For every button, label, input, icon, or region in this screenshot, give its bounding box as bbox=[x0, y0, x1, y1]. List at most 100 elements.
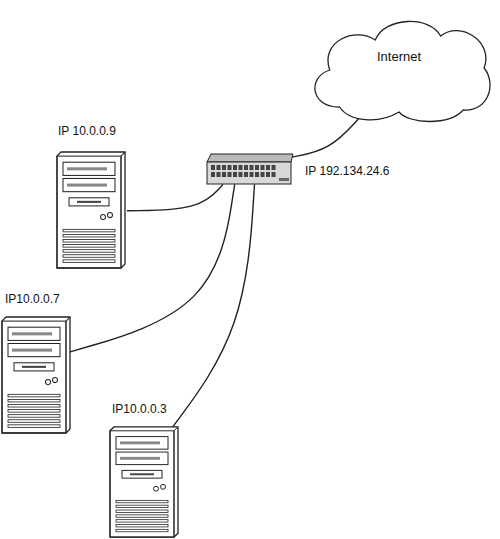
floppy-slot bbox=[130, 473, 154, 475]
tower-case bbox=[110, 427, 178, 537]
floppy-slot bbox=[22, 366, 46, 368]
tower-front bbox=[110, 431, 174, 537]
drive-bay bbox=[63, 178, 115, 191]
vent-slot bbox=[8, 420, 60, 423]
floppy-drive bbox=[122, 470, 162, 478]
vent-slot bbox=[63, 260, 115, 263]
tower-front bbox=[57, 156, 121, 268]
reset-button bbox=[108, 213, 113, 218]
vent-slot bbox=[8, 410, 60, 413]
vent-slot bbox=[63, 245, 115, 248]
router-shape bbox=[205, 152, 295, 188]
tower-case bbox=[57, 152, 125, 268]
reset-button bbox=[53, 378, 58, 383]
vent-slot bbox=[63, 229, 115, 232]
switch-port bbox=[250, 172, 254, 177]
switch-port bbox=[261, 172, 265, 177]
vent-slot bbox=[116, 529, 168, 531]
vent-slot bbox=[63, 239, 115, 242]
cloud-shape bbox=[300, 12, 498, 127]
switch-port bbox=[255, 165, 259, 170]
vent-slot bbox=[116, 505, 168, 507]
switch-top bbox=[207, 154, 293, 162]
power-button bbox=[154, 486, 159, 491]
tower-edge bbox=[174, 427, 178, 537]
vent-slot bbox=[8, 399, 60, 402]
ip-label: IP10.0.0.3 bbox=[112, 402, 167, 416]
switch-port bbox=[228, 172, 232, 177]
switch-port bbox=[239, 172, 243, 177]
drive-bay bbox=[116, 452, 168, 465]
network-cable bbox=[127, 184, 223, 210]
switch-port bbox=[266, 165, 270, 170]
drive-bay bbox=[8, 327, 60, 340]
switch-port bbox=[272, 165, 276, 170]
status-leds bbox=[279, 178, 289, 181]
switch-port bbox=[244, 165, 248, 170]
switch-port bbox=[228, 165, 232, 170]
ip-label: IP 10.0.0.9 bbox=[58, 124, 116, 138]
switch-port bbox=[250, 165, 254, 170]
vent-slot bbox=[8, 394, 60, 397]
computer-node: IP10.0.0.7 bbox=[0, 290, 72, 435]
switch-port bbox=[244, 172, 248, 177]
switch-port bbox=[233, 172, 237, 177]
network-cable bbox=[291, 118, 360, 158]
vent-slot bbox=[116, 500, 168, 502]
tower-case bbox=[2, 317, 70, 433]
tower-shape bbox=[108, 425, 180, 539]
drive-slot bbox=[120, 457, 160, 460]
ip-label: IP 192.134.24.6 bbox=[305, 164, 390, 178]
tower-edge bbox=[121, 152, 125, 268]
vent-slot bbox=[63, 250, 115, 253]
switch-port bbox=[211, 165, 215, 170]
drive-slot bbox=[12, 332, 52, 335]
switch-front bbox=[207, 162, 291, 184]
drive-bay bbox=[8, 343, 60, 356]
switch-port bbox=[272, 172, 276, 177]
tower-shape bbox=[55, 150, 127, 270]
tower-front bbox=[2, 321, 66, 433]
switch-port bbox=[217, 172, 221, 177]
vent-slot bbox=[63, 234, 115, 237]
switch-port bbox=[255, 172, 259, 177]
drive-slot bbox=[67, 184, 107, 187]
floppy-drive bbox=[69, 198, 109, 206]
network-cable bbox=[170, 184, 255, 430]
cloud-outline bbox=[315, 21, 490, 121]
internet-cloud: Internet bbox=[300, 12, 498, 127]
switch-port bbox=[211, 172, 215, 177]
vent-slot bbox=[116, 520, 168, 522]
vent-slot bbox=[8, 415, 60, 418]
switch-port bbox=[266, 172, 270, 177]
drive-slot bbox=[120, 441, 160, 444]
switch-port bbox=[217, 165, 221, 170]
power-button bbox=[101, 215, 106, 220]
computer-node: IP 10.0.0.9 bbox=[55, 122, 127, 270]
floppy-slot bbox=[77, 201, 101, 203]
switch-port bbox=[239, 165, 243, 170]
vent-slot bbox=[116, 510, 168, 512]
vent-slot bbox=[116, 515, 168, 517]
ip-label: Internet bbox=[300, 50, 498, 64]
drive-bay bbox=[63, 162, 115, 175]
reset-button bbox=[161, 484, 166, 489]
switch-port bbox=[261, 165, 265, 170]
vent-slot bbox=[8, 404, 60, 407]
vent-slot bbox=[63, 255, 115, 258]
floppy-drive bbox=[14, 363, 54, 371]
vent-slot bbox=[8, 425, 60, 428]
tower-edge bbox=[66, 317, 70, 433]
ip-label: IP10.0.0.7 bbox=[5, 292, 60, 306]
switch-port bbox=[222, 172, 226, 177]
tower-shape bbox=[0, 315, 72, 435]
power-button bbox=[46, 380, 51, 385]
network-switch: IP 192.134.24.6 bbox=[205, 152, 295, 188]
drive-slot bbox=[67, 167, 107, 170]
drive-bay bbox=[116, 437, 168, 450]
vent-slot bbox=[116, 525, 168, 527]
switch-port bbox=[233, 165, 237, 170]
computer-node: IP10.0.0.3 bbox=[108, 400, 180, 539]
drive-slot bbox=[12, 349, 52, 352]
